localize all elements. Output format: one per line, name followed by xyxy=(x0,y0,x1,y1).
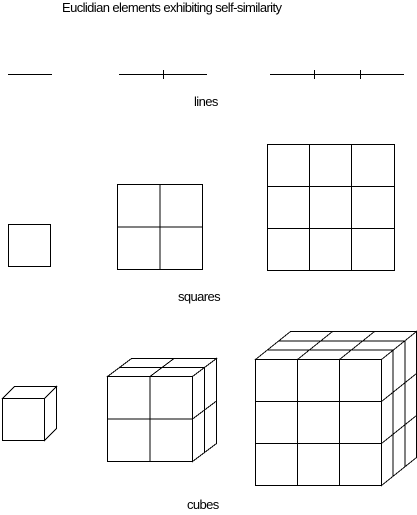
square-3x3 xyxy=(267,144,395,271)
cube-grid-line xyxy=(192,400,217,420)
line-3-segments xyxy=(270,70,404,79)
lines-label: lines xyxy=(194,94,218,109)
cube-grid-line xyxy=(339,331,375,360)
square-cell xyxy=(8,224,51,267)
cube-grid-line xyxy=(381,373,417,402)
cube-front-face xyxy=(2,398,45,441)
diagram-title: Euclidian elements exhibiting self-simil… xyxy=(62,0,282,15)
cube-grid-line xyxy=(381,415,417,444)
squares-label: squares xyxy=(178,289,221,304)
cubes-label: cubes xyxy=(187,497,219,512)
line-2-segments xyxy=(119,70,207,79)
cube-2x2x2 xyxy=(106,357,218,463)
cube-front-face xyxy=(255,359,382,486)
square-2x2 xyxy=(117,184,203,270)
cube-1x1x1 xyxy=(1,385,58,442)
cube-3x3x3 xyxy=(254,330,417,487)
cube-grid-line xyxy=(297,331,333,360)
cube-right-face xyxy=(44,385,57,442)
square-outline xyxy=(267,144,395,271)
square-1x1 xyxy=(8,224,51,267)
